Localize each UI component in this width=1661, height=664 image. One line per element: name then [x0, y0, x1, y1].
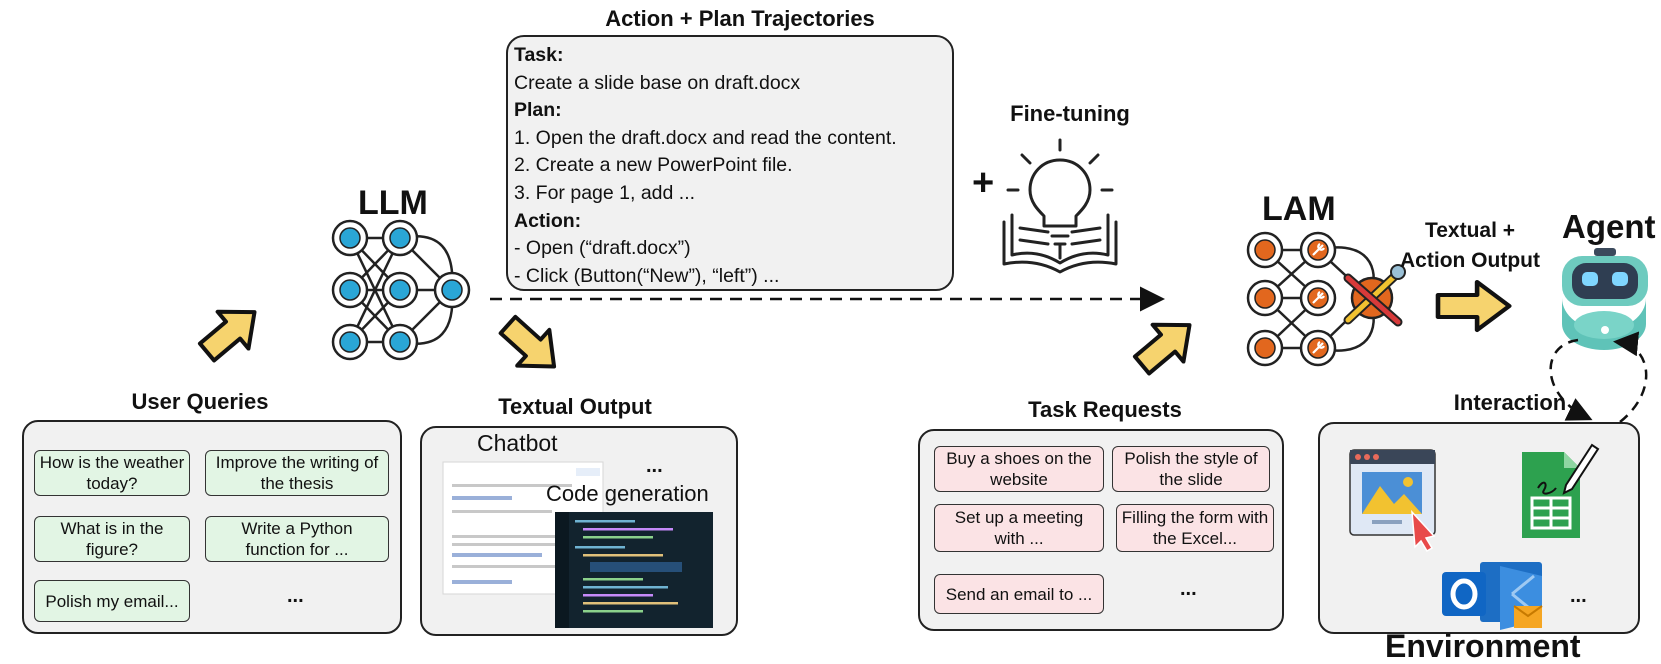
ellipsis: ...	[1570, 585, 1587, 607]
task-requests-title: Task Requests	[1028, 397, 1182, 422]
code-editor-screenshot	[555, 512, 713, 628]
action-step: - Click (Button(“New”), “left”) ...	[514, 264, 780, 287]
environment-title: Environment	[1385, 628, 1581, 664]
task-chip: Polish the style of the slide	[1112, 446, 1270, 492]
task-label: Task:	[514, 44, 564, 66]
fat-arrow-icon	[489, 305, 573, 387]
plan-step: 2. Create a new PowerPoint file.	[514, 154, 793, 177]
user-queries-title: User Queries	[131, 389, 269, 414]
action-step: - Open (“draft.docx”)	[514, 237, 691, 260]
robot-agent-icon	[1562, 248, 1648, 350]
trajectories-title: Action + Plan Trajectories	[605, 6, 875, 31]
lightbulb-book-icon	[1002, 138, 1118, 274]
query-chip: How is the weather today?	[34, 450, 190, 496]
plan-label: Plan:	[514, 99, 562, 122]
textual-action-label-line2: Action Output	[1400, 249, 1540, 272]
textual-output-title: Textual Output	[498, 394, 652, 419]
plan-step: 1. Open the draft.docx and read the cont…	[514, 126, 897, 149]
fat-arrow-icon	[1438, 282, 1509, 330]
presentation-app-icon	[1349, 449, 1436, 553]
query-chip: What is in the figure?	[34, 516, 190, 562]
outlook-app-icon	[1442, 562, 1543, 630]
task-chip: Set up a meeting with ...	[934, 504, 1104, 552]
ellipsis: ...	[1180, 578, 1197, 600]
fine-tuning-title: Fine-tuning	[1010, 101, 1130, 126]
task-chip: Filling the form with the Excel...	[1116, 504, 1274, 552]
task-text: Create a slide base on draft.docx	[514, 71, 801, 94]
llm-network-icon	[331, 219, 471, 361]
plus-sign: +	[972, 162, 995, 204]
spreadsheet-app-icon	[1522, 443, 1600, 538]
interaction-label: Interaction	[1453, 390, 1567, 415]
query-chip: Improve the writing of the thesis	[205, 450, 389, 496]
ellipsis: ...	[287, 585, 304, 607]
tools-icon	[1343, 264, 1406, 327]
trajectory-box: Task: Create a slide base on draft.docx …	[506, 35, 954, 291]
task-chip: Send an email to ...	[934, 574, 1104, 614]
ellipsis: ...	[646, 455, 663, 477]
action-label: Action:	[514, 209, 582, 232]
query-chip: Polish my email...	[34, 580, 190, 622]
agent-title: Agent	[1562, 208, 1656, 245]
query-chip: Write a Python function for ...	[205, 516, 389, 562]
chatbot-label: Chatbot	[477, 430, 558, 457]
plan-step: 3. For page 1, add ...	[514, 181, 696, 204]
task-chip: Buy a shoes on the website	[934, 446, 1104, 492]
code-generation-label: Code generation	[546, 481, 709, 506]
llm-title: LLM	[358, 184, 428, 222]
lam-network-icon	[1246, 231, 1406, 367]
lam-title: LAM	[1262, 190, 1336, 228]
textual-action-label-line1: Textual +	[1424, 219, 1516, 242]
fat-arrow-icon	[189, 291, 272, 373]
fat-arrow-icon	[1124, 304, 1207, 386]
